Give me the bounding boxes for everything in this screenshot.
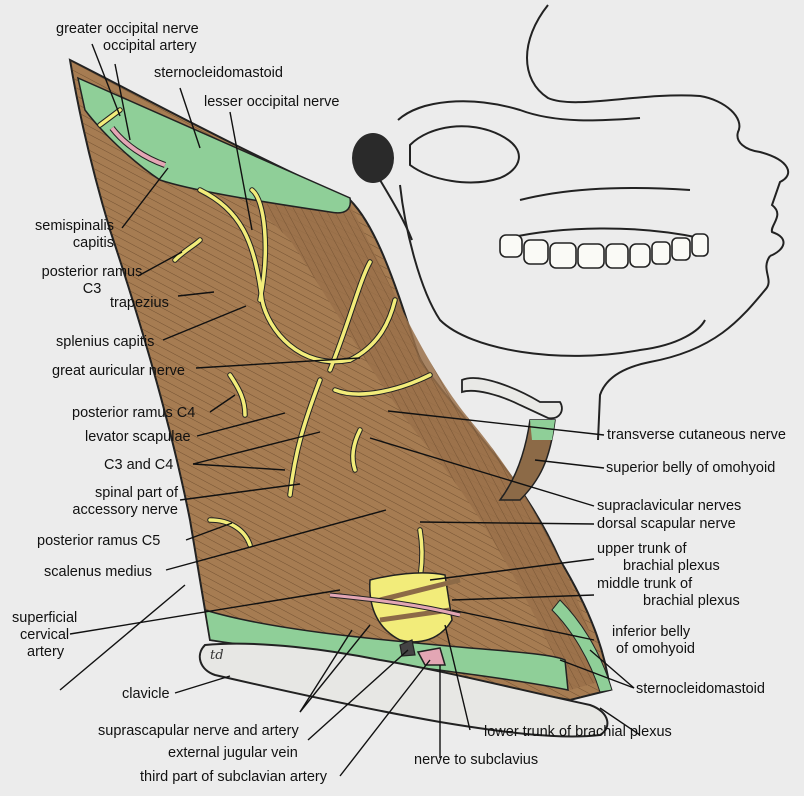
fascia-top [76, 76, 352, 214]
label-external-jugular-vein: external jugular vein [168, 745, 298, 761]
label-superficial-cervical-artery: superficial cervical artery [12, 610, 77, 661]
label-semispinalis-line1: semispinalis [35, 218, 114, 234]
label-spinal-accessory: spinal part of accessory nerve [20, 485, 178, 519]
clavicle-bone [198, 642, 609, 738]
label-suprascapular: suprascapular nerve and artery [98, 723, 299, 739]
label-nerve-to-subclavius: nerve to subclavius [414, 752, 539, 768]
skull-outline [397, 4, 790, 441]
label-occipital-artery: occipital artery [103, 38, 197, 54]
label-greater-occipital-nerve: greater occipital nerve [56, 21, 199, 37]
subclavian-artery [416, 647, 447, 666]
label-spinal-accessory-line1: spinal part of [94, 485, 178, 501]
label-inferior-belly-line2: of omohyoid [616, 641, 695, 657]
label-superficial-line2: cervical [20, 627, 70, 643]
label-superficial-line1: superficial [12, 610, 78, 626]
label-supraclavicular-nerves: supraclavicular nerves [597, 498, 742, 514]
label-semispinalis-capitis: semispinalis capitis [10, 218, 114, 252]
hyoid-bone [461, 377, 563, 420]
label-posterior-ramus-c3-line1: posterior ramus [41, 264, 143, 280]
label-middle-trunk-line2: brachial plexus [643, 593, 740, 609]
jugular-vein [399, 639, 416, 657]
label-great-auricular-nerve: great auricular nerve [52, 363, 185, 379]
label-upper-trunk-line1: upper trunk of [597, 541, 687, 557]
label-spinal-accessory-line2: accessory nerve [72, 502, 178, 518]
label-third-part-subclavian: third part of subclavian artery [140, 769, 327, 785]
label-sternocleidomastoid-bottom: sternocleidomastoid [636, 681, 765, 697]
label-semispinalis-line2: capitis [72, 235, 114, 251]
ear-mass [352, 133, 394, 183]
artist-mark: td [210, 648, 224, 663]
label-lower-trunk: lower trunk of brachial plexus [484, 724, 672, 740]
label-transverse-cutaneous-nerve: transverse cutaneous nerve [607, 427, 786, 443]
label-dorsal-scapular-nerve: dorsal scapular nerve [597, 516, 736, 532]
label-clavicle: clavicle [122, 686, 170, 702]
label-upper-trunk: upper trunk of brachial plexus [597, 541, 720, 575]
label-splenius-capitis: splenius capitis [56, 334, 155, 350]
label-superior-belly-omohyoid: superior belly of omohyoid [606, 460, 776, 476]
label-lesser-occipital-nerve: lesser occipital nerve [204, 94, 340, 110]
label-posterior-ramus-c4: posterior ramus C4 [72, 405, 196, 421]
label-levator-scapulae: levator scapulae [85, 429, 191, 445]
label-posterior-ramus-c3: posterior ramus C3 [38, 264, 146, 298]
label-inferior-belly-line1: inferior belly [612, 624, 691, 640]
label-posterior-ramus-c5: posterior ramus C5 [37, 533, 161, 549]
label-trapezius: trapezius [110, 295, 169, 311]
label-sternocleidomastoid-top: sternocleidomastoid [154, 65, 283, 81]
teeth [499, 233, 709, 269]
label-superficial-line3: artery [27, 644, 65, 660]
label-scalenus-medius: scalenus medius [44, 564, 152, 580]
label-middle-trunk-line1: middle trunk of [597, 576, 693, 592]
label-inferior-belly-omohyoid: inferior belly of omohyoid [612, 624, 695, 658]
label-middle-trunk: middle trunk of brachial plexus [597, 576, 740, 610]
label-posterior-ramus-c3-line2: C3 [82, 281, 102, 297]
label-upper-trunk-line2: brachial plexus [623, 558, 720, 574]
leader-lines [59, 43, 641, 777]
label-c3-and-c4: C3 and C4 [104, 457, 174, 473]
